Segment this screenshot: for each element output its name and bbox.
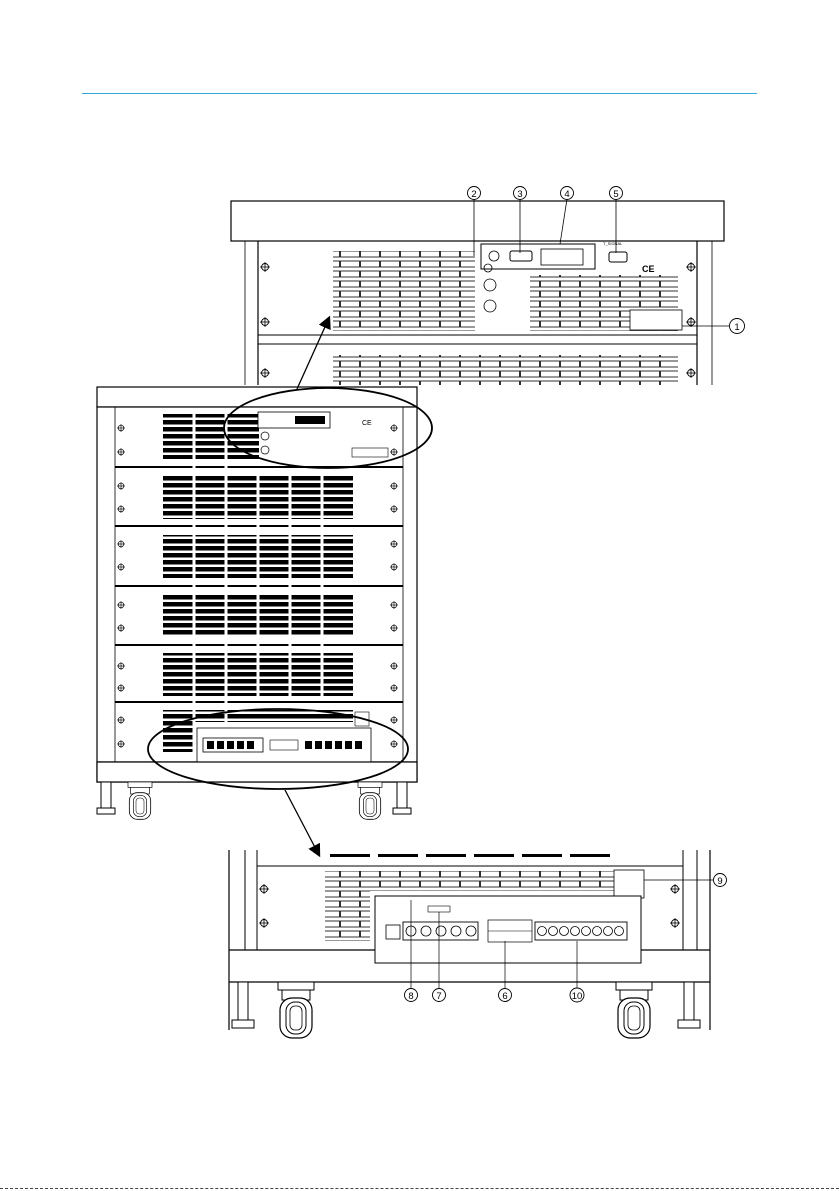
- page-bottom-edge: [0, 1188, 839, 1189]
- svg-text:9: 9: [717, 876, 722, 887]
- bottom-detail-view: [229, 850, 713, 1038]
- callout-10: 10: [570, 988, 584, 1002]
- svg-text:CE: CE: [362, 420, 372, 427]
- ce-mark: CE: [642, 264, 655, 274]
- callout-1: 1: [730, 319, 745, 334]
- callout-2: 2: [468, 187, 481, 201]
- callout-5: 5: [610, 187, 623, 201]
- svg-text:4: 4: [564, 189, 569, 200]
- svg-text:10: 10: [572, 991, 583, 1002]
- svg-text:7: 7: [436, 991, 441, 1002]
- output-terminals: [535, 922, 627, 940]
- svg-text:6: 6: [502, 991, 507, 1002]
- svg-text:8: 8: [408, 991, 413, 1002]
- callout-7: 7: [433, 989, 446, 1003]
- callout-8: 8: [405, 989, 418, 1003]
- zoom-arrow-top: [297, 318, 329, 389]
- remote-label: T_SIGNAL: [603, 241, 623, 246]
- cabinet-view: CE: [97, 387, 432, 819]
- callout-9: 9: [714, 874, 727, 888]
- callout-4: 4: [561, 187, 574, 201]
- callout-6: 6: [499, 989, 512, 1003]
- svg-text:3: 3: [517, 189, 522, 200]
- input-terminals: [403, 922, 478, 940]
- svg-text:5: 5: [613, 189, 618, 200]
- svg-text:1: 1: [734, 322, 739, 333]
- svg-text:2: 2: [471, 189, 476, 200]
- zoom-arrow-bottom: [285, 790, 319, 855]
- callout-3: 3: [514, 187, 527, 201]
- top-detail-view: CE T_SIGNAL: [231, 199, 729, 385]
